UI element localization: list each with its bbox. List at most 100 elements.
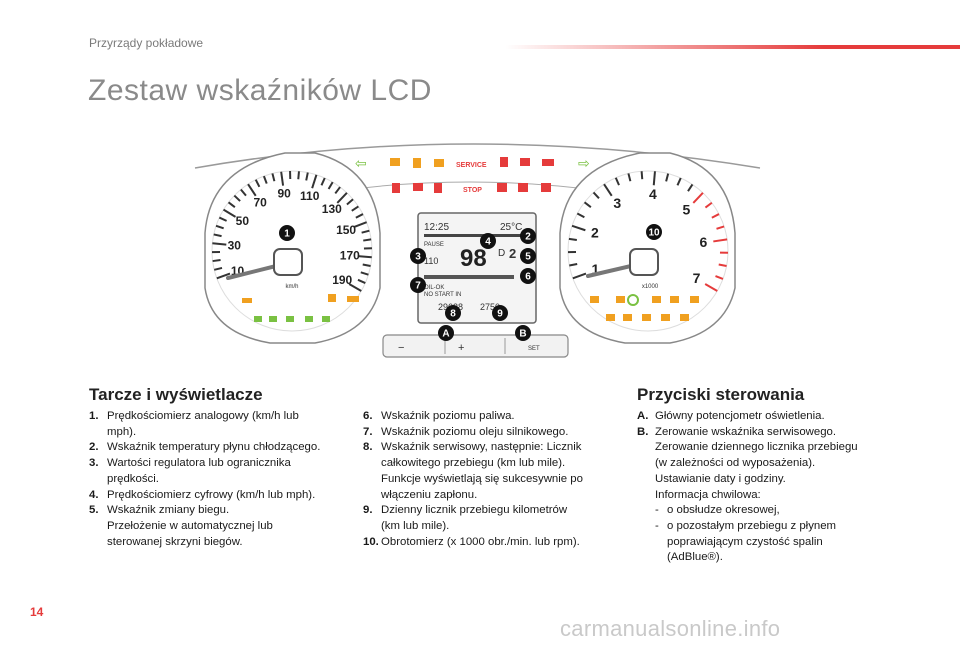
list-item-line: Wskaźnik zmiany biegu.	[107, 504, 230, 517]
callout-marker	[438, 325, 454, 341]
list-item: 7.Wskaźnik poziomu oleju silnikowego.	[363, 425, 623, 441]
dimmer-minus-label: −	[398, 342, 404, 354]
gauge-tick	[576, 212, 585, 219]
list-item-line: Informacja chwilowa:	[655, 488, 761, 501]
gauge-tick	[212, 259, 221, 263]
list-item-line: Wartości regulatora lub ogranicznika	[107, 457, 291, 470]
gauge-tick	[247, 183, 257, 197]
svg-text:⇦: ⇦	[355, 155, 367, 171]
gauge-tick	[212, 242, 227, 246]
gauge-tick	[665, 173, 670, 182]
list-item-line: (AdBlue®).	[667, 551, 723, 564]
tarcze-list-col2: 6.Wskaźnik poziomu paliwa.7.Wskaźnik poz…	[363, 409, 623, 550]
list-item-line: Prędkościomierz analogowy (km/h lub	[107, 410, 299, 422]
callout-marker-label: 3	[415, 252, 421, 263]
page-title: Zestaw wskaźników LCD	[88, 74, 432, 107]
dimmer-plus-label: +	[458, 342, 464, 354]
gauge-tick	[311, 174, 318, 189]
list-item-number: 9.	[363, 504, 373, 517]
gauge-tick	[715, 275, 724, 280]
list-item-number: -	[655, 519, 659, 532]
set-button-label: SET	[528, 346, 540, 352]
gauge-tick	[233, 194, 241, 202]
list-item-line: Główny potencjometr oświetlenia.	[655, 410, 825, 422]
gauge-tick	[572, 272, 587, 280]
lcd-gear: D	[498, 248, 505, 259]
control-buttons: − + SET	[382, 334, 569, 358]
list-item-line: Dzienny licznik przebiegu kilometrów	[381, 504, 568, 517]
list-item-line: całkowitego przebiegu (km lub mile).	[381, 457, 566, 470]
speed-unit-label: km/h	[285, 284, 298, 290]
gauge-tick	[215, 224, 224, 230]
lcd-nostart: NO START IN	[424, 292, 461, 298]
lcd-trip: 2750	[480, 302, 500, 312]
list-item: 6.Wskaźnik poziomu paliwa.	[363, 409, 623, 425]
callout-marker	[410, 277, 426, 293]
list-item-line: Obrotomierz (x 1000 obr./min. lub rpm).	[381, 535, 580, 548]
gauge-tick	[254, 179, 261, 188]
list-item-number: B.	[637, 425, 649, 438]
gauge-tick	[355, 213, 364, 219]
callout-marker	[410, 248, 426, 264]
gauge-tick	[214, 266, 223, 271]
przyciski-list: A.Główny potencjometr oświetlenia.B.Zero…	[637, 409, 877, 566]
gauge-tick-label: 50	[236, 214, 250, 228]
gauge-tick	[592, 191, 600, 199]
gauge-tick	[363, 238, 372, 242]
service-warning-label: SERVICE	[456, 162, 487, 169]
gauge-tick	[692, 192, 704, 204]
gauge-tick	[652, 171, 656, 186]
list-item-number: A.	[637, 410, 649, 422]
list-item-line: Ustawianie daty i godziny.	[655, 472, 786, 485]
lcd-oil-status: OIL-OK	[424, 285, 444, 291]
list-item: -o obsłudze okresowej,	[655, 503, 877, 519]
lcd-digital-speed: 98	[460, 245, 487, 272]
gauge-tick	[320, 177, 326, 186]
list-item-line: Wskaźnik temperatury płynu chłodzącego.	[107, 441, 321, 454]
callout-marker-label: 5	[525, 252, 531, 263]
callout-marker-label: 9	[497, 309, 503, 320]
gauge-tick-label: 70	[253, 196, 267, 210]
gauge-tick	[704, 201, 713, 209]
gauge-tick	[357, 278, 366, 284]
list-item-line: Wskaźnik serwisowy, następnie: Licznik	[381, 441, 582, 454]
gauge-tick	[348, 283, 362, 292]
lcd-temp: 25°C	[500, 222, 522, 233]
gauge-tick-label: 190	[332, 273, 352, 287]
list-item-number: 2.	[89, 441, 99, 454]
gauge-tick	[357, 255, 372, 259]
callout-marker	[480, 233, 496, 249]
list-item-line: prędkości.	[107, 472, 159, 485]
gauge-tick	[297, 171, 300, 180]
gauge-tick-label: 1	[591, 261, 599, 277]
callout-marker-label: 1	[284, 229, 290, 240]
callout-marker	[520, 228, 536, 244]
list-item-line: o obsłudze okresowej,	[667, 504, 780, 517]
gauge-tick	[640, 171, 644, 180]
list-item-line: Wskaźnik poziomu oleju silnikowego.	[381, 425, 569, 438]
gauge-tick	[603, 183, 613, 197]
gauge-tick-label: 30	[228, 238, 242, 252]
gauge-tick	[351, 205, 359, 212]
list-item: 2. Wskaźnik temperatury płynu chłodzącego…	[89, 440, 349, 456]
gauge-tick-label: 7	[693, 270, 701, 286]
gauge-tick	[336, 192, 348, 204]
gauge-tick	[280, 171, 285, 186]
list-item-number: 8.	[363, 441, 373, 454]
gauge-tick-label: 4	[649, 186, 657, 202]
list-item-number: 10.	[363, 535, 379, 548]
svg-text:⇨: ⇨	[578, 155, 590, 171]
list-item-line: o pozostałym przebiegu z płynem	[667, 519, 837, 532]
list-item-line: Funkcje wyświetlają się sukcesywnie po	[381, 472, 583, 485]
gauge-tick	[213, 233, 222, 238]
gauge-tick	[571, 224, 586, 232]
callout-marker	[515, 325, 531, 341]
callout-marker-label: 6	[525, 272, 531, 283]
gauge-tick	[262, 175, 268, 184]
gauge-tick-label: 90	[277, 187, 291, 201]
stop-warning-label: STOP	[463, 187, 482, 194]
list-item: 8. Wskaźnik serwisowy, następnie: Licznik…	[363, 440, 623, 503]
